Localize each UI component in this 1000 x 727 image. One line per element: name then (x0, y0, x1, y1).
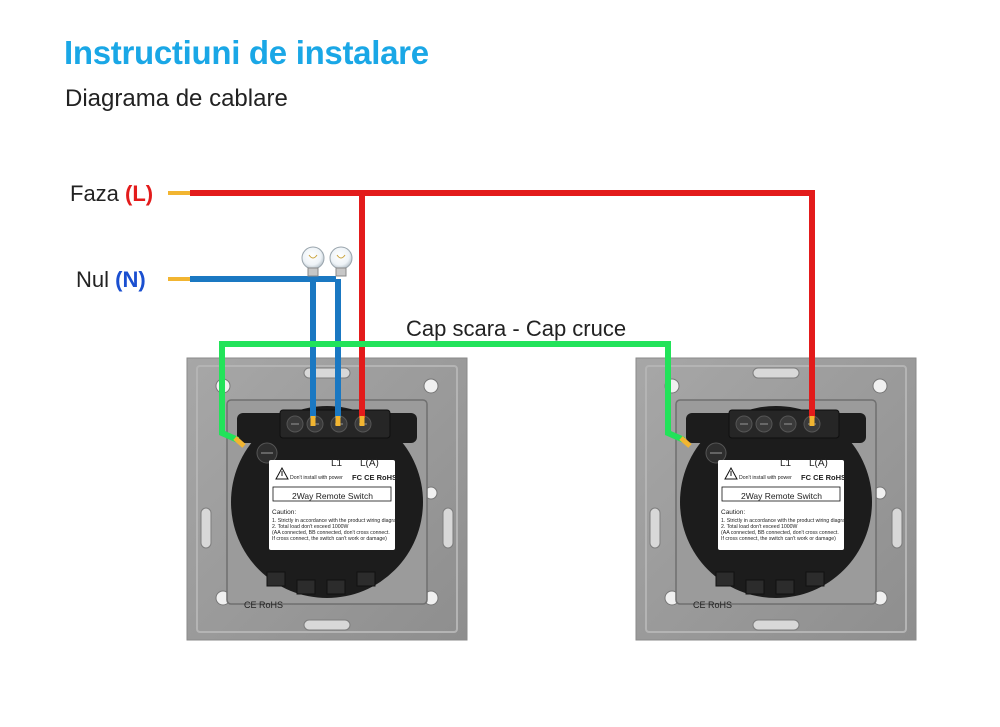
caution-line: (AA connected, BB connected, don't cross… (272, 530, 390, 536)
terminal-la-label: L(A) (360, 458, 379, 469)
caution-line: 1. Strictly in accordance with the produ… (721, 518, 849, 524)
caution-title: Caution: (272, 509, 296, 516)
phase-wire (190, 190, 815, 418)
terminal-la-label: L(A) (809, 458, 828, 469)
switch-left-labels: L1 L(A) Don't install with power FC CE R… (244, 458, 400, 610)
neutral-label: Nul (N) (76, 267, 146, 292)
warning-text: Don't install with power (739, 475, 792, 481)
terminal-wire-tips (233, 416, 815, 448)
terminal-l1-label: L1 (331, 458, 343, 469)
product-name: 2Way Remote Switch (292, 491, 373, 501)
switch-right-labels: L1 L(A) Don't install with power FC CE R… (693, 458, 849, 610)
neutral-symbol: (N) (115, 267, 146, 292)
caution-line: 2. Total load don't exceed 1000W (721, 524, 798, 530)
cert-marks: FC CE RoHS (801, 473, 846, 482)
traveller-label: Cap scara - Cap cruce (406, 316, 626, 341)
bulb-icon (329, 246, 353, 277)
plate-marks: CE RoHS (244, 600, 283, 610)
bulb-icon (301, 246, 325, 277)
page-title: Instructiuni de instalare (64, 34, 429, 71)
phase-label: Faza (L) (70, 181, 153, 206)
cert-marks: FC CE RoHS (352, 473, 397, 482)
warning-text: Don't install with power (290, 475, 343, 481)
terminal-l1-label: L1 (780, 458, 792, 469)
caution-line: If cross connect, the switch can't work … (272, 536, 387, 542)
traveller-wire (219, 341, 686, 443)
phase-symbol: (L) (125, 181, 153, 206)
plate-marks: CE RoHS (693, 600, 732, 610)
page-subtitle: Diagrama de cablare (65, 85, 288, 112)
neutral-wire (190, 276, 341, 418)
caution-line: If cross connect, the switch can't work … (721, 536, 836, 542)
caution-title: Caution: (721, 509, 745, 516)
caution-line: (AA connected, BB connected, don't cross… (721, 530, 839, 536)
caution-line: 2. Total load don't exceed 1000W (272, 524, 349, 530)
product-name: 2Way Remote Switch (741, 491, 822, 501)
caution-line: 1. Strictly in accordance with the produ… (272, 518, 400, 524)
